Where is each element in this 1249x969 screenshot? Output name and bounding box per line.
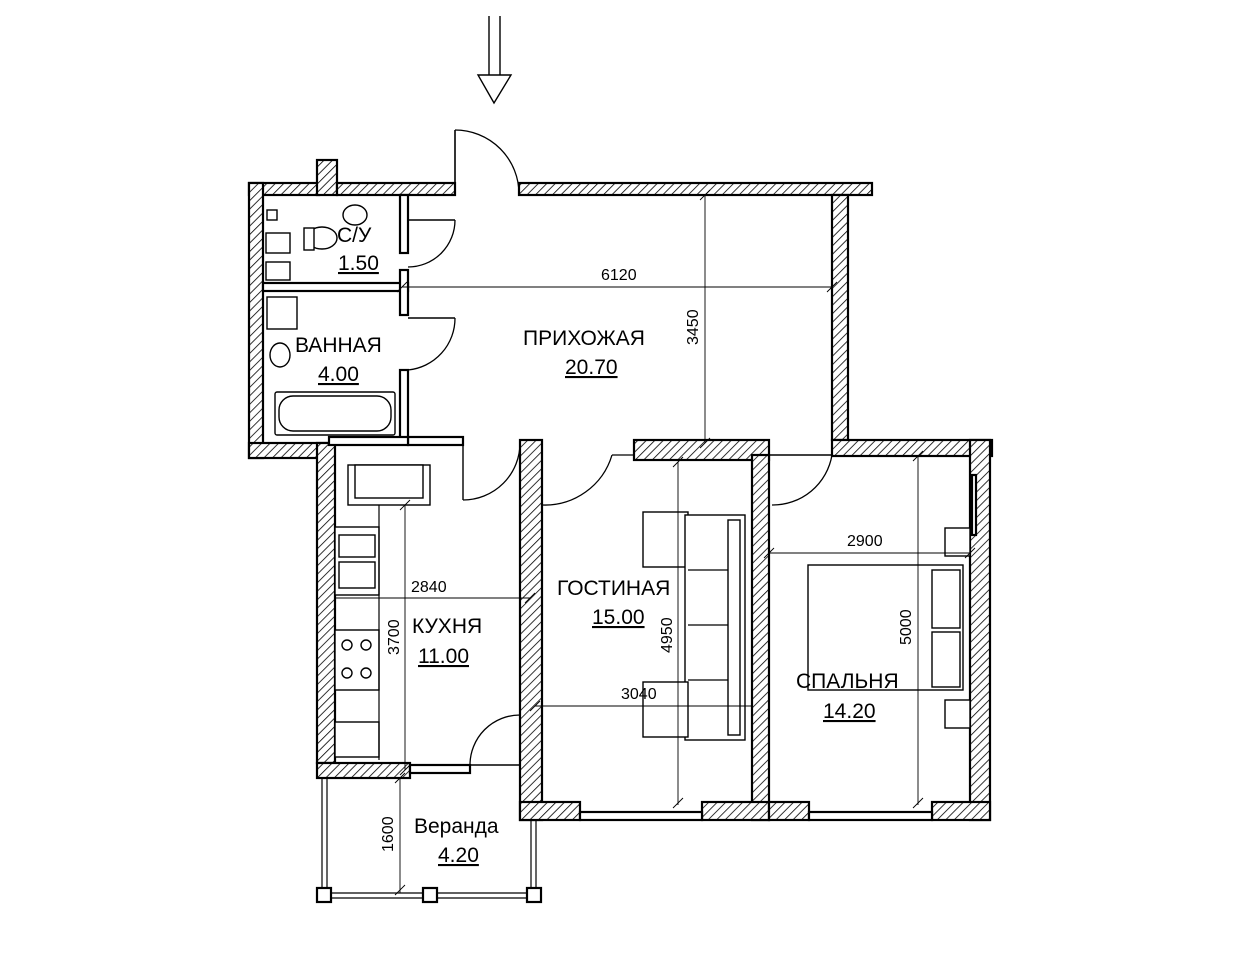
dim-bedroom-depth: 5000 — [898, 609, 915, 645]
sofa-icon — [642, 511, 746, 741]
room-name-su: С/У — [337, 224, 372, 247]
dim-kitchen-width: 2840 — [411, 579, 447, 596]
dim-veranda-depth: 1600 — [380, 816, 397, 852]
dim-hall-width: 6120 — [601, 267, 637, 284]
dim-living-width: 3040 — [621, 686, 657, 703]
dim-living-depth: 4950 — [659, 617, 676, 653]
room-name-living: ГОСТИНАЯ — [557, 577, 670, 600]
room-area-kitchen: 11.00 — [418, 645, 469, 668]
dimension-labels: 6120 3450 2840 3700 3040 4950 2900 5000 … — [380, 267, 915, 852]
wc-box-icon — [266, 209, 278, 221]
dim-kitchen-depth: 3700 — [386, 619, 403, 655]
wc-sink-icon — [342, 204, 368, 226]
doors — [407, 129, 833, 766]
room-name-bedroom: СПАЛЬНЯ — [796, 670, 899, 693]
room-name-bath: ВАННАЯ — [295, 334, 382, 357]
dim-bedroom-width: 2900 — [847, 533, 883, 550]
entrance-arrow-icon — [476, 16, 513, 105]
room-area-hall: 20.70 — [565, 356, 618, 379]
shower-icon — [266, 296, 298, 330]
room-area-veranda: 4.20 — [438, 844, 479, 867]
room-area-bath: 4.00 — [318, 363, 359, 386]
fridge-icon — [334, 721, 380, 758]
room-name-veranda: Веранда — [414, 815, 499, 838]
room-area-bedroom: 14.20 — [823, 700, 876, 723]
room-name-kitchen: КУХНЯ — [412, 615, 482, 638]
fixtures — [265, 204, 971, 760]
dimension-lines — [335, 189, 976, 896]
room-name-hall: ПРИХОЖАЯ — [523, 327, 645, 350]
stove-icon — [334, 629, 380, 691]
dim-hall-depth: 3450 — [685, 309, 702, 345]
walls — [247, 158, 994, 904]
bed-icon — [807, 527, 971, 729]
bath-sink-icon — [269, 342, 291, 368]
room-area-living: 15.00 — [592, 606, 645, 629]
room-labels: С/У 1.50 ВАННАЯ 4.00 ПРИХОЖАЯ 20.70 КУХН… — [295, 224, 899, 867]
room-area-su: 1.50 — [338, 252, 379, 275]
